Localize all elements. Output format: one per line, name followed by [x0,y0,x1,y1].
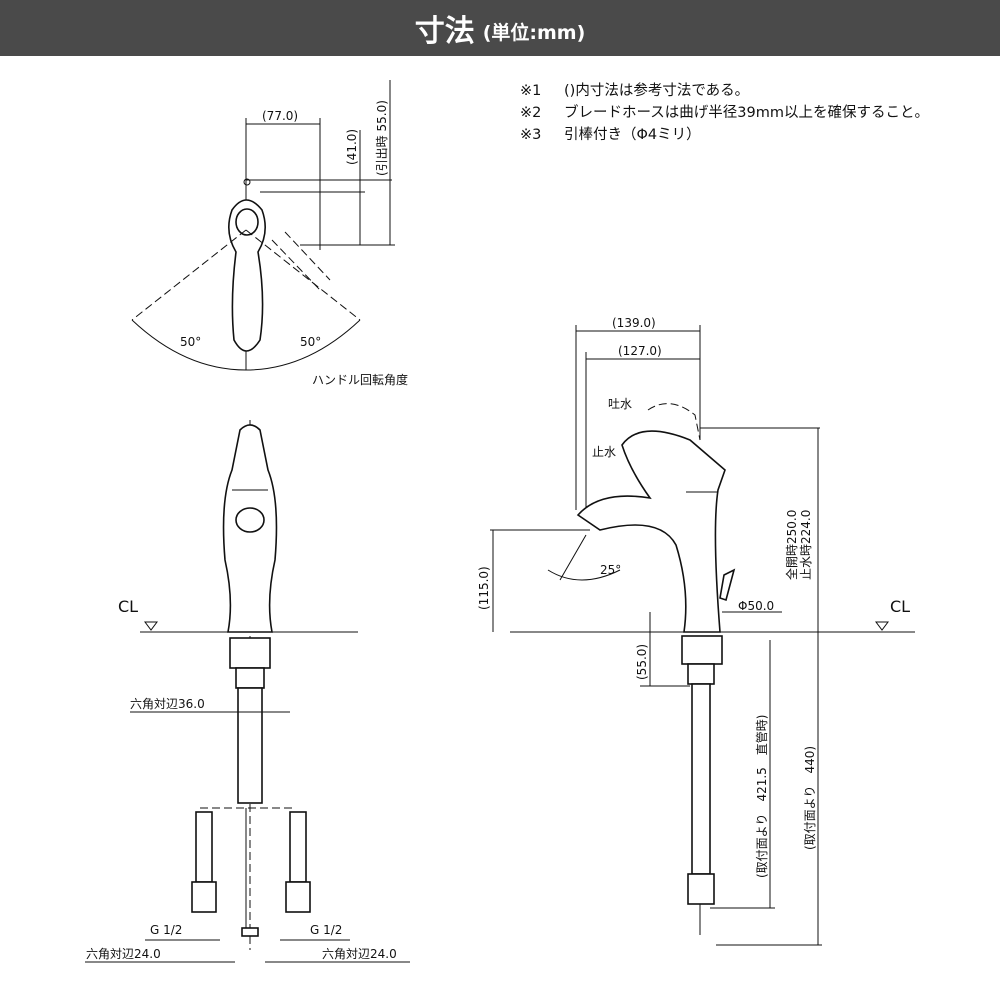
svg-text:(取付面より 421.5 直管時): (取付面より 421.5 直管時) [754,715,769,878]
front-view: CL 六角対辺36.0 G 1/2 G 1/2 六角対辺24.0 六角対辺24.… [85,420,410,963]
svg-text:(41.0): (41.0) [345,129,359,165]
svg-text:全開時250.0: 全開時250.0 [784,510,799,580]
svg-text:Φ50.0: Φ50.0 [738,599,774,613]
note-1: ※1()内寸法は参考寸法である。 [520,83,750,99]
svg-text:(127.0): (127.0) [618,344,662,358]
side-view: (139.0) (127.0) 吐水 止水 (115.0) 25° CL Φ50… [477,316,915,946]
svg-text:止水: 止水 [592,445,616,459]
svg-text:G 1/2: G 1/2 [310,923,342,937]
svg-text:25°: 25° [600,563,621,577]
svg-text:吐水: 吐水 [608,397,632,411]
svg-text:(139.0): (139.0) [612,316,656,330]
svg-text:ハンドル回転角度: ハンドル回転角度 [312,372,408,387]
svg-text:六角対辺24.0: 六角対辺24.0 [86,947,161,961]
header-bar: 寸法 (単位:mm) [0,0,1000,56]
svg-text:(55.0): (55.0) [635,644,649,680]
top-view: (77.0) (41.0) (引出時 55.0) 50° 50° ハンドル回転角… [131,80,408,387]
svg-text:(引出時 55.0): (引出時 55.0) [375,100,389,176]
svg-text:止水時224.0: 止水時224.0 [799,510,813,580]
svg-text:CL: CL [118,597,138,616]
svg-text:六角対辺24.0: 六角対辺24.0 [322,947,397,961]
svg-text:(115.0): (115.0) [477,566,491,610]
svg-text:G 1/2: G 1/2 [150,923,182,937]
svg-text:(77.0): (77.0) [262,109,298,123]
page-title: 寸法 [414,14,475,49]
svg-text:(取付面より 440): (取付面より 440) [803,746,817,850]
svg-text:50°: 50° [180,335,201,349]
svg-text:CL: CL [890,597,910,616]
unit-label: (単位:mm) [482,21,586,44]
svg-text:六角対辺36.0: 六角対辺36.0 [130,697,205,711]
svg-text:50°: 50° [300,335,321,349]
